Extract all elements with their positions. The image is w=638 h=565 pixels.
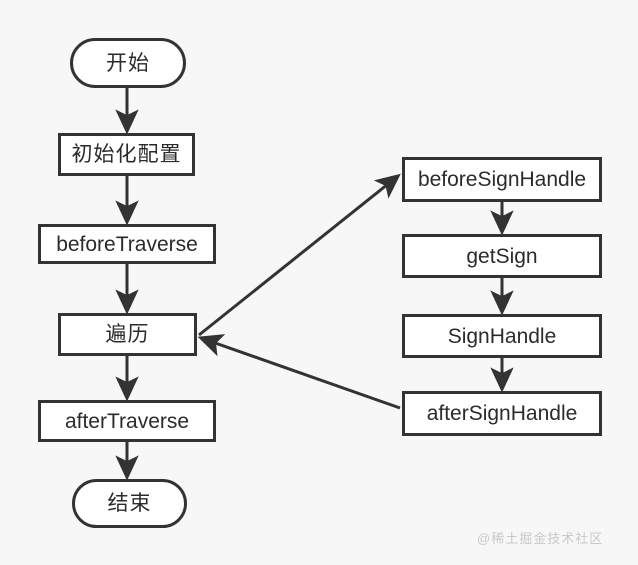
node-sign-handle[interactable]: SignHandle xyxy=(402,314,602,358)
node-init-config-label: 初始化配置 xyxy=(71,143,182,166)
edge-aftersignhandle-to-traverse xyxy=(197,334,401,410)
node-end[interactable]: 结束 xyxy=(72,479,187,528)
node-traverse[interactable]: 遍历 xyxy=(58,313,197,356)
node-end-label: 结束 xyxy=(107,492,152,515)
node-traverse-label: 遍历 xyxy=(105,323,150,346)
node-after-traverse-label: afterTraverse xyxy=(64,409,190,433)
node-start[interactable]: 开始 xyxy=(70,38,186,88)
node-before-sign-handle-label: beforeSignHandle xyxy=(417,168,587,191)
node-after-sign-handle[interactable]: afterSignHandle xyxy=(402,391,602,436)
edge-traverse-to-beforesignhandle xyxy=(198,173,401,337)
node-before-traverse[interactable]: beforeTraverse xyxy=(38,224,216,264)
node-start-label: 开始 xyxy=(106,51,150,75)
node-get-sign-label: getSign xyxy=(466,244,538,268)
node-init-config[interactable]: 初始化配置 xyxy=(58,133,195,176)
node-after-traverse[interactable]: afterTraverse xyxy=(38,400,216,442)
watermark: @稀土掘金技术社区 xyxy=(477,531,604,546)
node-after-sign-handle-label: afterSignHandle xyxy=(426,402,578,425)
node-before-traverse-label: beforeTraverse xyxy=(56,232,198,256)
node-get-sign[interactable]: getSign xyxy=(402,234,602,278)
node-sign-handle-label: SignHandle xyxy=(447,324,557,348)
node-before-sign-handle[interactable]: beforeSignHandle xyxy=(402,157,602,202)
